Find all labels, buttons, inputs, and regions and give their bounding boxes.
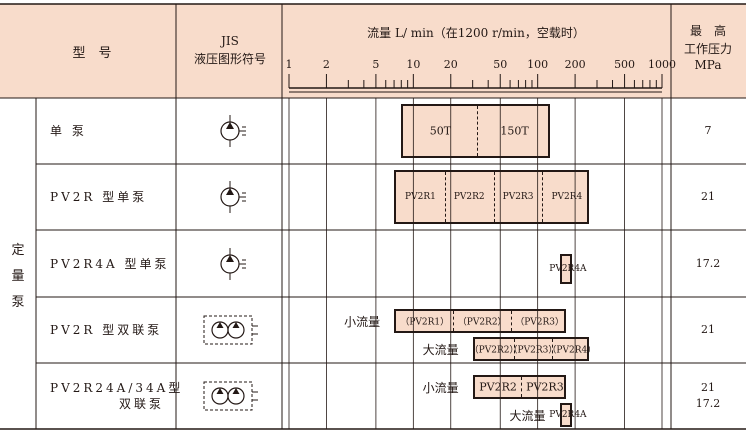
segment-label: PV2R3	[526, 380, 564, 394]
segment-label: （PV2R2）	[469, 345, 519, 356]
segment-label: PV2R3	[502, 192, 534, 202]
segment-divider	[552, 339, 554, 359]
flow-range-bar: PV2R2 PV2R3	[472, 375, 567, 399]
segment-label: （PV2R1）	[400, 317, 450, 328]
flow-range-bar: 50T 150T	[401, 104, 550, 158]
segment-label: PV2R1	[405, 192, 436, 202]
segment-label: PV2R4A	[549, 410, 587, 420]
row-model-name: PV2R24A/34A型 双联泵	[50, 381, 184, 411]
scale-label: 200	[564, 58, 586, 71]
bar-side-label: 大流量	[509, 409, 546, 423]
segment-label: PV2R4A	[549, 263, 587, 274]
segment-label: PV2R2	[453, 192, 485, 202]
segment-label: （PV2R2）	[457, 317, 507, 328]
scale-label: 100	[527, 58, 549, 71]
row-max-pressure: 21	[701, 323, 715, 336]
pump-symbol-icon	[220, 115, 246, 147]
segment-label: PV2R4	[551, 192, 583, 202]
header-pressure-line1: 最 高	[689, 24, 727, 38]
segment-divider	[542, 172, 544, 222]
header-model: 型 号	[72, 46, 112, 61]
bar-side-label: 大流量	[422, 343, 459, 357]
segment-divider	[453, 311, 455, 331]
row-max-pressure: 7	[704, 124, 712, 137]
segment-label: 150T	[500, 124, 529, 138]
header-jis-line1: JIS	[221, 34, 239, 48]
segment-divider	[521, 377, 523, 397]
scale-label: 500	[614, 58, 636, 71]
header-pressure-line2: 工作压力	[683, 42, 733, 56]
header-row	[0, 4, 746, 98]
pump-symbol-icon	[220, 181, 246, 213]
flow-range-bar: PV2R4A	[549, 403, 587, 427]
scale-label: 10	[406, 58, 421, 71]
segment-divider	[493, 172, 495, 222]
row-max-pressure: 21	[701, 190, 715, 203]
row-model-name: 单 泵	[50, 124, 87, 138]
segment-divider	[477, 106, 479, 156]
segment-label: 50T	[429, 124, 452, 138]
header-pressure-line3: MPa	[694, 58, 722, 72]
scale-label: 2	[322, 58, 330, 71]
scale-label: 1	[285, 58, 293, 71]
header-jis-line2: 液压图形符号	[193, 52, 267, 66]
segment-label: （PV2R3）	[508, 345, 558, 356]
pump-symbol-icon	[220, 247, 246, 280]
row-max-pressure: 21 17.2	[695, 381, 721, 410]
segment-divider	[444, 172, 446, 222]
segment-divider	[513, 339, 515, 359]
row-model-name: PV2R 型单泵	[50, 190, 148, 204]
category-label: 定 量 泵	[11, 243, 25, 310]
segment-label: PV2R2	[479, 380, 517, 394]
flow-range-bar: PV2R1 PV2R2 PV2R3 PV2R4	[394, 170, 590, 224]
flow-range-bar: （PV2R2）（PV2R3）（PV2R4）	[469, 337, 596, 361]
bar-side-label: 小流量	[344, 315, 381, 329]
scale-label: 1000	[648, 58, 676, 71]
double-pump-symbol-icon	[203, 315, 258, 345]
scale-label: 5	[372, 58, 380, 71]
row-model-name: PV2R 型双联泵	[50, 323, 163, 337]
segment-divider	[510, 311, 512, 331]
scale-label: 50	[493, 58, 508, 71]
row-model-name: PV2R4A 型单泵	[50, 256, 170, 271]
bar-side-label: 小流量	[422, 381, 459, 395]
header-flow-title: 流量 L/ min（在1200 r/min，空载时）	[367, 26, 585, 40]
row-max-pressure: 17.2	[695, 256, 721, 270]
double-pump-symbol-icon	[203, 381, 258, 411]
segment-label: （PV2R4）	[547, 345, 597, 356]
scale-label: 20	[443, 58, 458, 71]
flow-range-bar: PV2R4A	[549, 253, 587, 284]
segment-label: （PV2R3）	[515, 317, 564, 328]
